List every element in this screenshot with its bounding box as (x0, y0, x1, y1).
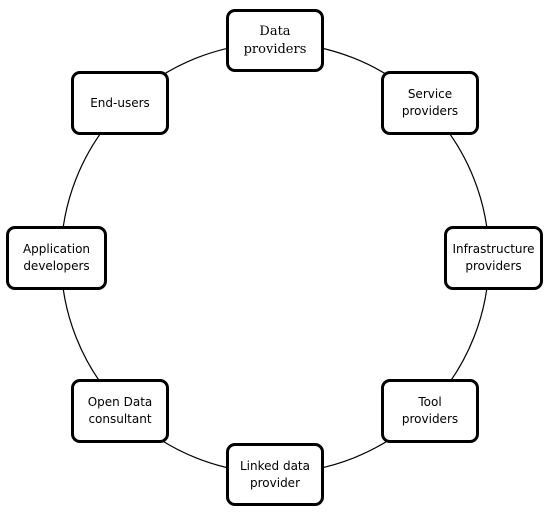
node-end-users: End-users (71, 71, 169, 135)
node-label-application-developers: Application developers (22, 242, 91, 273)
node-label-linked-data-provider: Linked data provider (240, 458, 310, 490)
node-label-open-data-consultant: Open Data consultant (87, 395, 153, 426)
node-label-end-users: End-users (90, 95, 150, 110)
node-open-data-consultant: Open Data consultant (71, 379, 169, 443)
node-service-providers: Service providers (381, 71, 479, 135)
node-data-providers: Data providers (226, 9, 324, 72)
node-label-infrastructure-providers: Infrastructure providers (452, 242, 535, 273)
node-application-developers: Application developers (6, 226, 107, 290)
node-infrastructure-providers: Infrastructure providers (444, 226, 543, 290)
node-tool-providers: Tool providers (381, 379, 479, 443)
node-label-service-providers: Service providers (401, 87, 459, 118)
node-linked-data-provider: Linked data provider (226, 443, 324, 506)
node-label-tool-providers: Tool providers (401, 395, 459, 426)
node-label-data-providers: Data providers (243, 23, 307, 57)
